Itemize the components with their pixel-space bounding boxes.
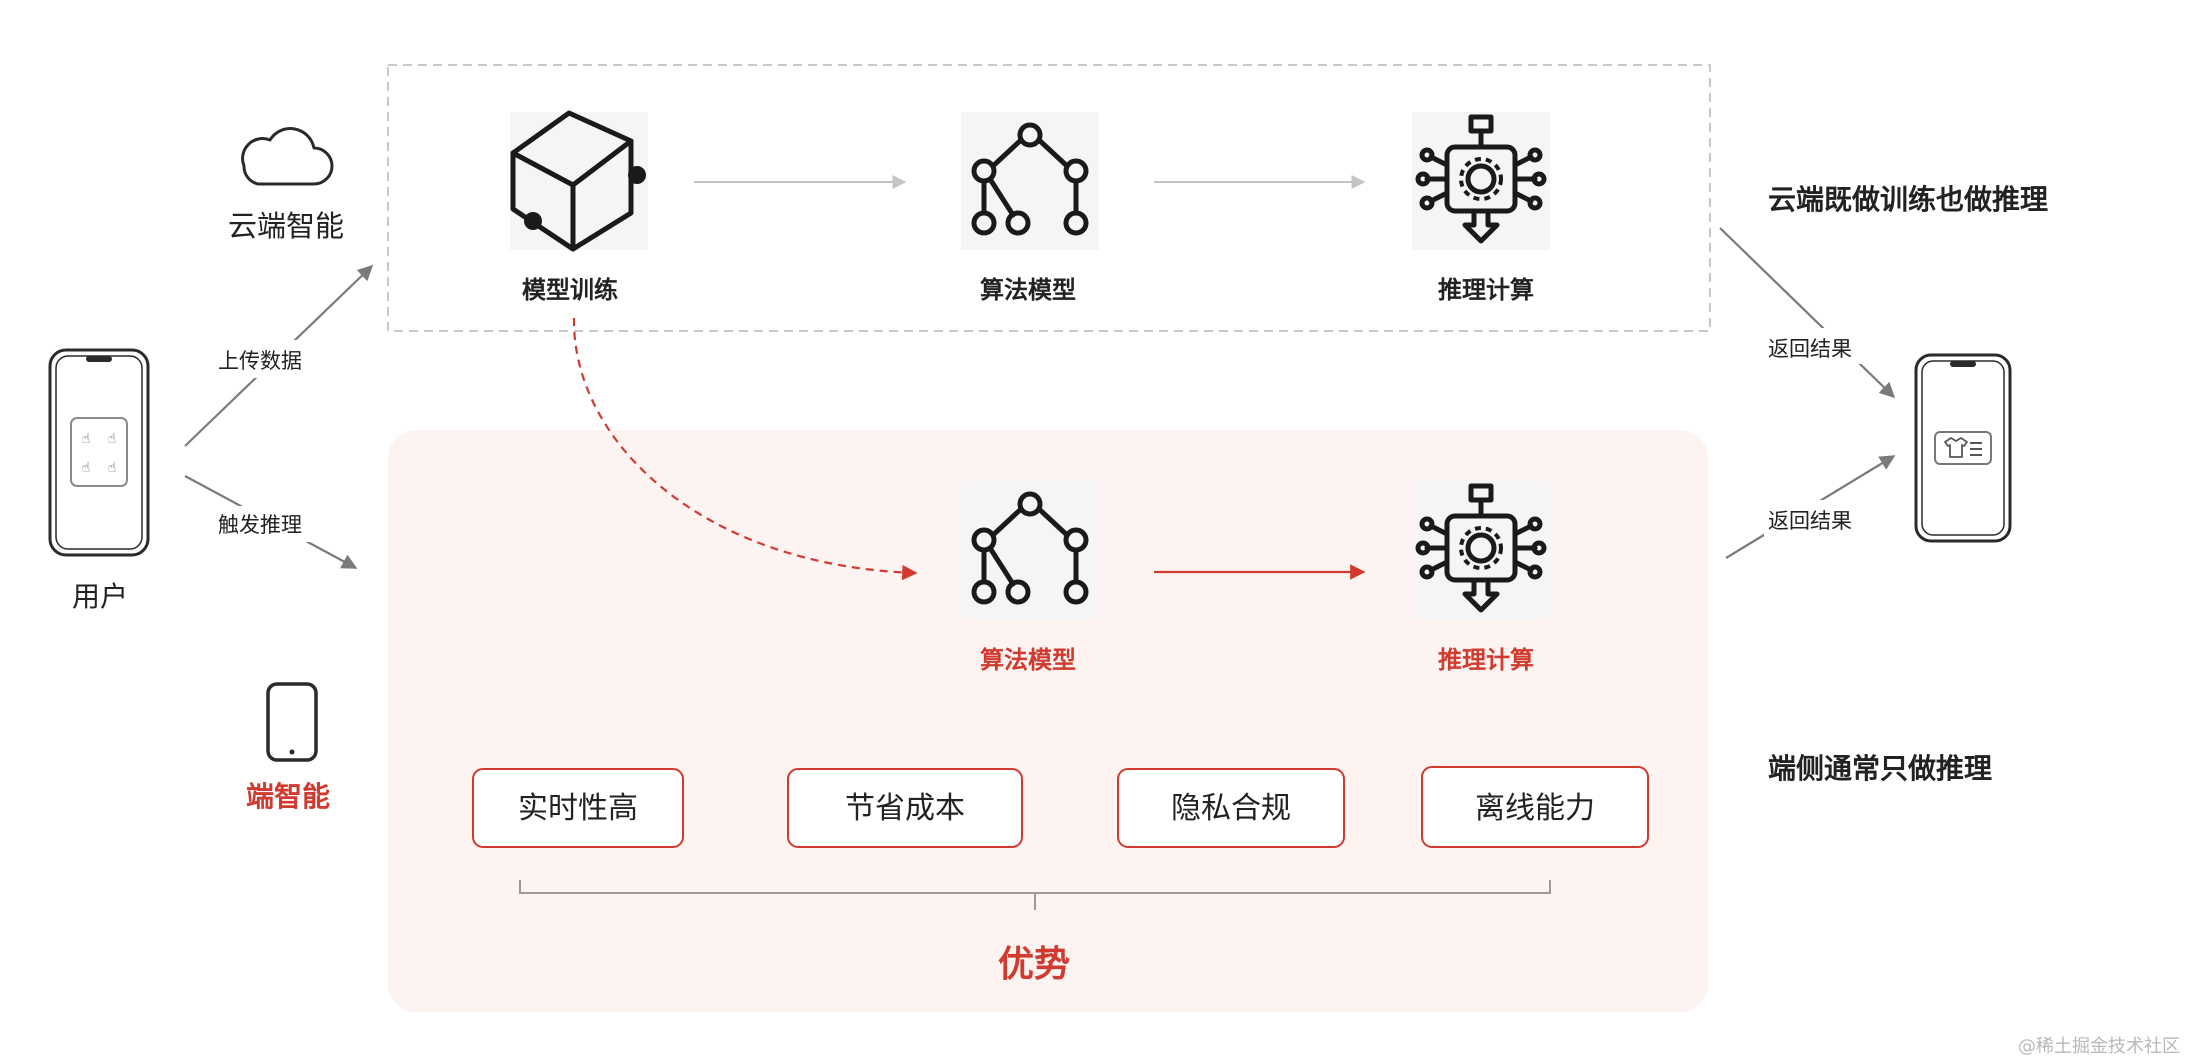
edge-node-label: 算法模型 (980, 646, 1076, 674)
return-label-top: 返回结果 (1768, 337, 1852, 361)
return-arrow-top (1719, 227, 1896, 399)
cube-icon (510, 110, 646, 252)
edge-phone-icon (266, 682, 318, 762)
cloud-icon (241, 127, 334, 186)
advantage-label: 实时性高 (518, 791, 638, 826)
cloud-panel (387, 64, 1711, 332)
cloud-note: 云端既做训练也做推理 (1768, 183, 2048, 216)
edge-node-label: 推理计算 (1438, 646, 1534, 674)
advantage-label: 隐私合规 (1171, 791, 1291, 826)
svg-text:☝: ☝ (82, 460, 91, 476)
svg-text:☝: ☝ (108, 431, 117, 447)
watermark: @稀土掘金技术社区 (2018, 1036, 2180, 1057)
result-phone-icon (1914, 353, 2012, 543)
edge-note: 端侧通常只做推理 (1768, 752, 1992, 785)
model-transfer-arrow (572, 317, 918, 581)
upload-label: 上传数据 (218, 349, 302, 373)
advantages-title: 优势 (998, 944, 1070, 985)
edge-panel (388, 430, 1708, 1012)
cloud-label: 云端智能 (228, 209, 344, 243)
advantage-label: 离线能力 (1475, 791, 1595, 826)
advantage-chip (472, 768, 684, 848)
cloud-node-label: 模型训练 (522, 276, 618, 304)
advantage-chip (1421, 766, 1649, 848)
user-label: 用户 (72, 580, 128, 613)
return-label-bottom: 返回结果 (1768, 509, 1852, 533)
advantage-chip (787, 768, 1023, 848)
trigger-label: 触发推理 (218, 513, 302, 537)
advantage-label: 节省成本 (845, 791, 965, 826)
cloud-node-label: 算法模型 (980, 276, 1076, 304)
advantage-chip (1117, 768, 1345, 848)
svg-text:☝: ☝ (82, 431, 91, 447)
svg-text:☝: ☝ (108, 460, 117, 476)
advantages-bracket (519, 880, 1551, 910)
edge-label: 端智能 (246, 780, 330, 813)
cloud-node-label: 推理计算 (1438, 276, 1534, 304)
user-phone-icon: ☝ ☝ ☝ ☝ (48, 348, 150, 557)
